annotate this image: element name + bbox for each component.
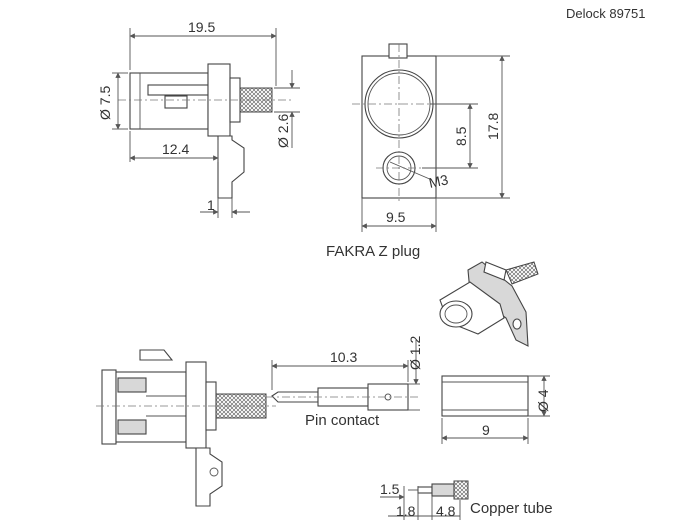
- dim-strip-b: 1.8: [396, 503, 416, 519]
- copper-tube-drawing: [441, 375, 550, 444]
- front-view: [352, 43, 510, 232]
- dim-length-total: 19.5: [188, 19, 215, 35]
- dim-thread: M3: [427, 171, 450, 191]
- connector-caption: FAKRA Z plug: [326, 243, 421, 260]
- copper-tube-body: [441, 375, 529, 417]
- dim-tube-length: 9: [482, 422, 490, 438]
- dim-pin-length: 10.3: [330, 349, 357, 365]
- cable-strip-drawing: [380, 480, 469, 520]
- dim-body-diameter: Ø 7.5: [97, 86, 113, 120]
- dim-width: 9.5: [386, 209, 406, 225]
- dim-cable-diameter: Ø 2.6: [275, 114, 291, 148]
- dim-pin-diameter: Ø 1.2: [407, 336, 423, 370]
- part-number: Delock 89751: [566, 6, 646, 21]
- dim-height-total: 17.8: [485, 113, 501, 140]
- dim-hole-offset: 8.5: [453, 126, 469, 146]
- dim-strip-c: 4.8: [436, 503, 456, 519]
- dim-tube-diameter: Ø 4: [535, 389, 551, 412]
- dim-body-length: 12.4: [162, 141, 189, 157]
- pin-contact-drawing: [266, 340, 420, 411]
- side-view: [112, 28, 300, 218]
- side-view-mount-plate: [217, 135, 245, 199]
- lower-side-view: [96, 349, 276, 507]
- dim-flange-thickness: 1: [207, 197, 215, 213]
- isometric-view: [439, 261, 539, 347]
- pin-caption: Pin contact: [305, 412, 380, 429]
- tube-caption: Copper tube: [470, 500, 553, 517]
- dim-strip-a: 1.5: [380, 481, 400, 497]
